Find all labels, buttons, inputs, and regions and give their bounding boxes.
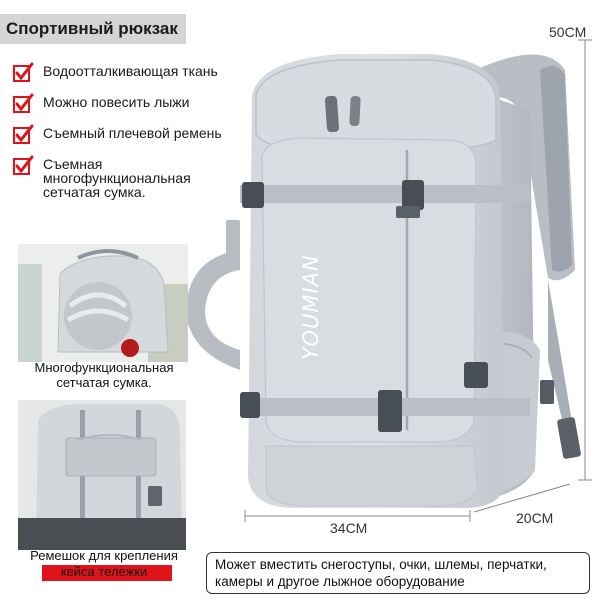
trolley-strap-caption-text: Ремешок для крепления кейса тележки bbox=[30, 548, 178, 579]
mesh-bag-caption: Многофункциональная сетчатая сумка. bbox=[34, 360, 174, 390]
feature-text: Съемная многофункциональная сетчатая сум… bbox=[43, 156, 191, 200]
trolley-strap-photo bbox=[18, 400, 186, 550]
feature-item: Съемная многофункциональная сетчатая сум… bbox=[12, 155, 252, 200]
feature-item: Съемный плечевой ремень bbox=[12, 124, 252, 146]
height-dimension: 50CM bbox=[549, 24, 587, 40]
feature-item: Водоотталкивающая ткань bbox=[12, 62, 252, 84]
red-check-icon bbox=[13, 124, 34, 144]
red-check-icon bbox=[13, 62, 34, 82]
trolley-strap-caption: Ремешок для крепления кейса тележки bbox=[14, 548, 194, 581]
width-dimension: 34CM bbox=[330, 520, 368, 536]
mesh-bag-photo bbox=[18, 244, 188, 362]
red-check-icon bbox=[13, 93, 34, 113]
brand-logo: YOUMIAN bbox=[299, 254, 323, 360]
depth-dimension: 20CM bbox=[516, 510, 554, 526]
capacity-note: Может вместить снегоступы, очки, шлемы, … bbox=[206, 552, 590, 594]
feature-list: Водоотталкивающая ткань Можно повесить л… bbox=[12, 62, 252, 210]
red-check-icon bbox=[13, 155, 34, 175]
feature-text: Водоотталкивающая ткань bbox=[43, 63, 218, 79]
feature-text: Съемный плечевой ремень bbox=[43, 125, 222, 141]
feature-text: Можно повесить лыжи bbox=[43, 94, 190, 110]
feature-item: Можно повесить лыжи bbox=[12, 93, 252, 115]
backpack-illustration: YOUMIAN bbox=[186, 39, 592, 522]
caption-highlight bbox=[42, 565, 172, 581]
product-title: Спортивный рюкзак bbox=[0, 14, 186, 44]
